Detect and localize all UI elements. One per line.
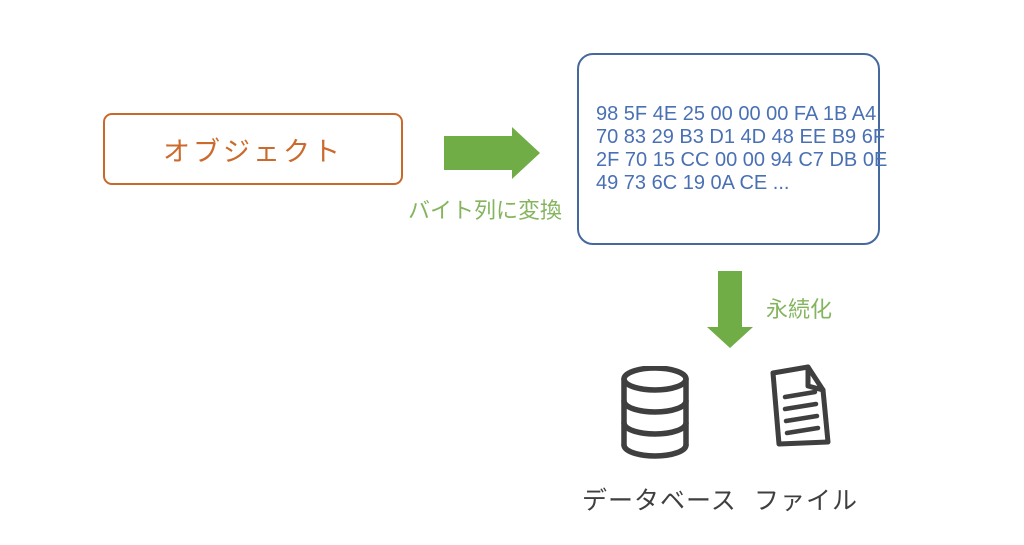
database-icon [621, 366, 689, 459]
convert-arrow-label: バイト列に変換 [408, 198, 563, 223]
object-node-label: オブジェクト [163, 136, 343, 167]
file-icon [770, 364, 831, 447]
arrow-right-icon [444, 127, 540, 179]
byte-line: 70 83 29 B3 D1 4D 48 EE B9 6F [596, 126, 886, 148]
persist-arrow-label: 永続化 [766, 297, 833, 322]
database-label: データベース [582, 487, 737, 515]
object-node: オブジェクト [103, 113, 403, 185]
file-label: ファイル [754, 487, 859, 515]
byte-array-node: 98 5F 4E 25 00 00 00 FA 1B A4 70 83 29 B… [577, 53, 888, 245]
byte-line: 49 73 6C 19 0A CE ... [596, 172, 790, 194]
byte-line: 2F 70 15 CC 00 00 94 C7 DB 0E [596, 149, 888, 171]
byte-line: 98 5F 4E 25 00 00 00 FA 1B A4 [596, 103, 877, 125]
arrow-down-icon [707, 271, 753, 348]
